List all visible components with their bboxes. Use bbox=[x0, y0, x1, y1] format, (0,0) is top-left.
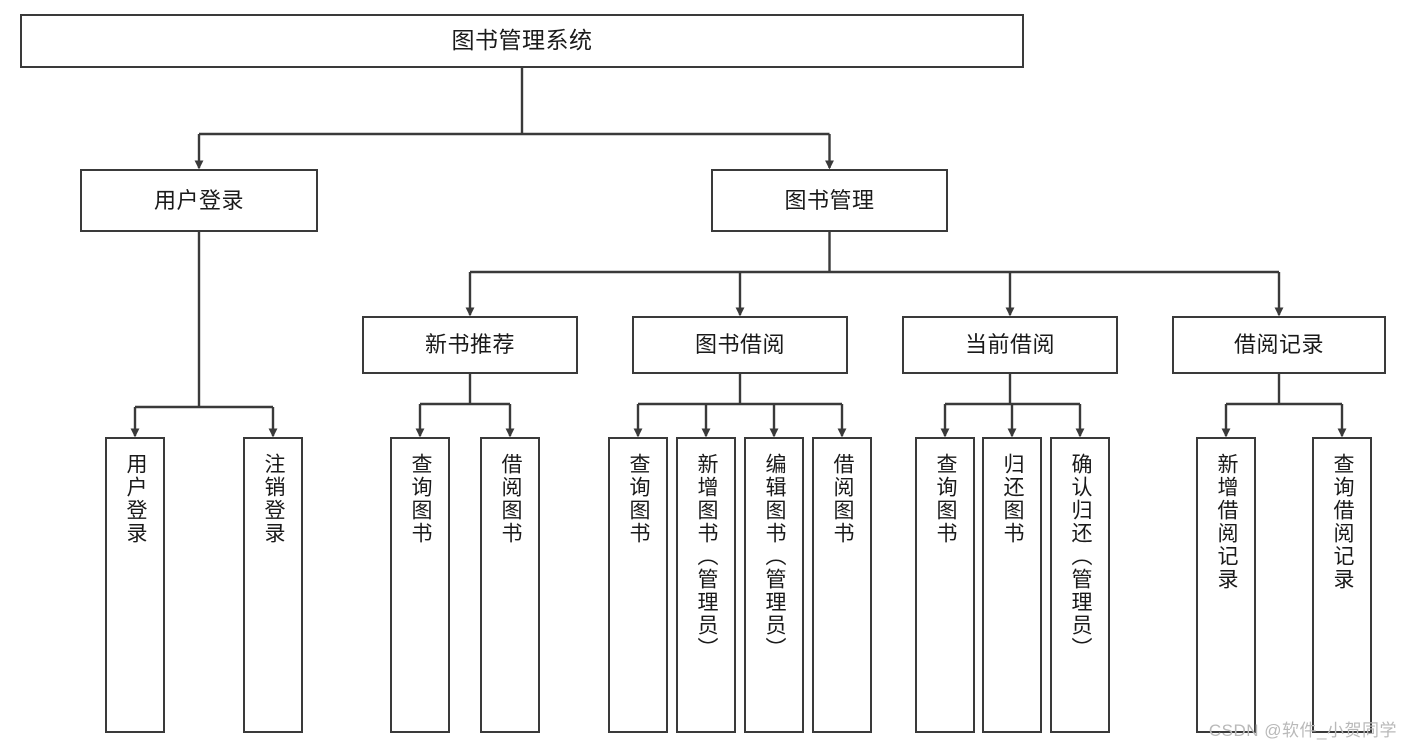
node-label: 查询图书 bbox=[934, 453, 958, 545]
node-label: 查询图书 bbox=[627, 453, 651, 545]
leaf-add-book-admin[interactable]: 新增图书（管理员） bbox=[676, 437, 736, 733]
leaf-query-borrow-record[interactable]: 查询借阅记录 bbox=[1312, 437, 1372, 733]
node-root[interactable]: 图书管理系统 bbox=[20, 14, 1024, 68]
node-label: 查询图书 bbox=[409, 453, 433, 545]
node-book-borrowing[interactable]: 图书借阅 bbox=[632, 316, 848, 374]
node-label: 图书管理系统 bbox=[451, 27, 593, 54]
leaf-confirm-return-admin[interactable]: 确认归还（管理员） bbox=[1050, 437, 1110, 733]
leaf-current-query-book[interactable]: 查询图书 bbox=[915, 437, 975, 733]
node-label: 借阅图书 bbox=[499, 453, 523, 545]
node-label: 编辑图书（管理员） bbox=[763, 453, 787, 660]
node-label: 新增图书（管理员） bbox=[695, 453, 719, 660]
node-label: 用户登录 bbox=[153, 187, 244, 213]
leaf-borrow-query-book[interactable]: 查询图书 bbox=[608, 437, 668, 733]
node-label: 查询借阅记录 bbox=[1331, 453, 1355, 591]
node-label: 图书借阅 bbox=[694, 332, 785, 358]
node-borrowing-records[interactable]: 借阅记录 bbox=[1172, 316, 1386, 374]
node-label: 归还图书 bbox=[1001, 453, 1025, 545]
leaf-add-borrow-record[interactable]: 新增借阅记录 bbox=[1196, 437, 1256, 733]
node-label: 借阅图书 bbox=[831, 453, 855, 545]
node-label: 确认归还（管理员） bbox=[1069, 453, 1093, 660]
leaf-logout[interactable]: 注销登录 bbox=[243, 437, 303, 733]
node-new-book-recommendation[interactable]: 新书推荐 bbox=[362, 316, 578, 374]
node-current-borrowing[interactable]: 当前借阅 bbox=[902, 316, 1118, 374]
node-label: 借阅记录 bbox=[1233, 332, 1324, 358]
node-label: 新增借阅记录 bbox=[1215, 453, 1239, 591]
node-label: 图书管理 bbox=[784, 187, 875, 213]
node-user-login[interactable]: 用户登录 bbox=[80, 169, 318, 232]
node-label: 当前借阅 bbox=[964, 332, 1055, 358]
node-book-management[interactable]: 图书管理 bbox=[711, 169, 948, 232]
node-label: 注销登录 bbox=[262, 453, 286, 545]
node-label: 用户登录 bbox=[124, 453, 148, 545]
leaf-recommend-query-book[interactable]: 查询图书 bbox=[390, 437, 450, 733]
leaf-recommend-borrow-book[interactable]: 借阅图书 bbox=[480, 437, 540, 733]
leaf-edit-book-admin[interactable]: 编辑图书（管理员） bbox=[744, 437, 804, 733]
leaf-borrow-book[interactable]: 借阅图书 bbox=[812, 437, 872, 733]
node-label: 新书推荐 bbox=[424, 332, 515, 358]
leaf-return-book[interactable]: 归还图书 bbox=[982, 437, 1042, 733]
leaf-user-login[interactable]: 用户登录 bbox=[105, 437, 165, 733]
